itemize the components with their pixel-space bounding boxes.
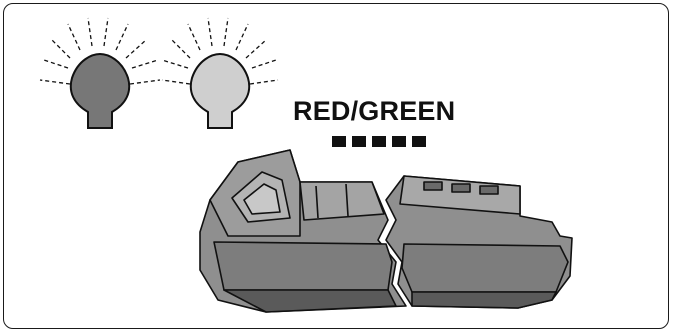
battery-pack-icon — [199, 149, 573, 313]
flash-block — [372, 136, 386, 147]
flash-block — [392, 136, 406, 147]
flash-block — [332, 136, 346, 147]
flash-indicator — [332, 136, 426, 147]
indicator-label: RED/GREEN — [293, 96, 456, 126]
green-lamp-icon — [161, 17, 279, 129]
red-lamp-icon — [39, 17, 161, 129]
flash-block — [412, 136, 426, 147]
flash-block — [352, 136, 366, 147]
